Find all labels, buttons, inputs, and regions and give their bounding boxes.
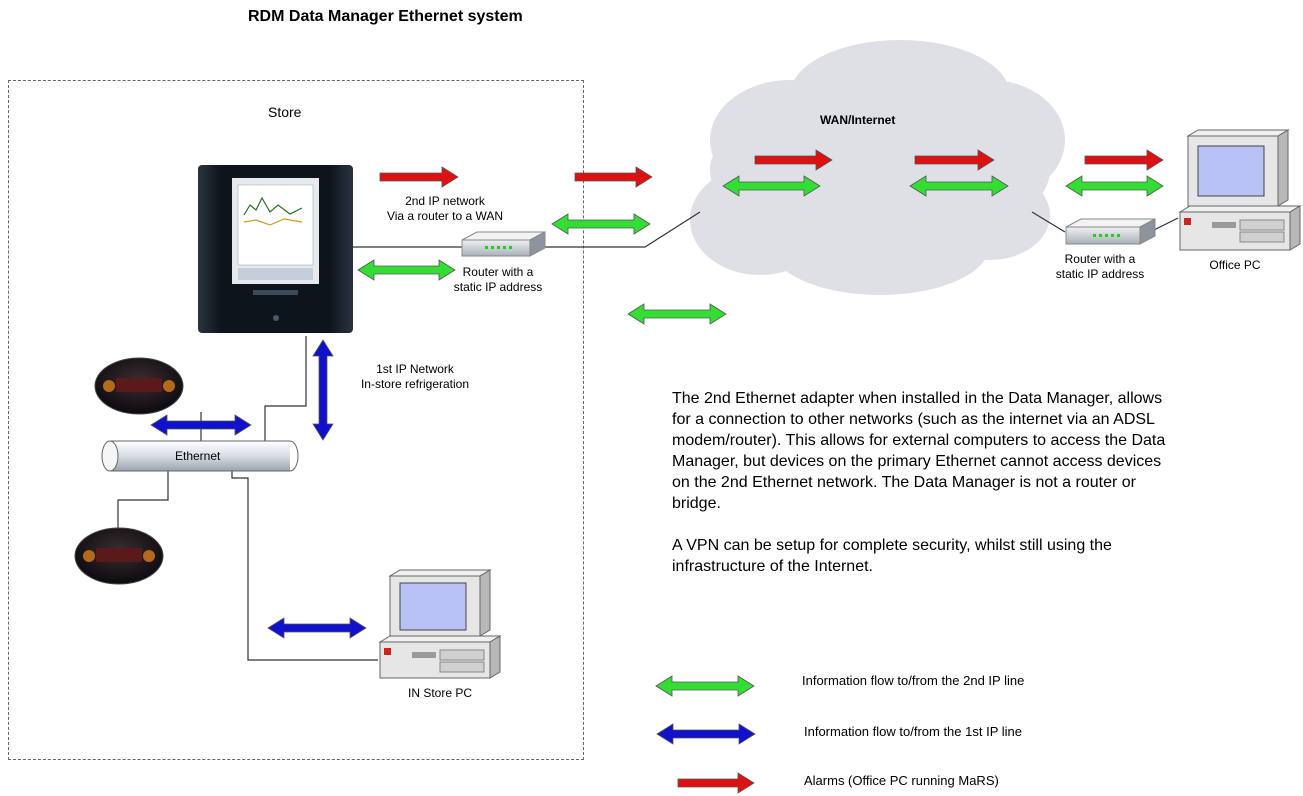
office-pc	[1178, 129, 1302, 251]
flow-arrow-ethernet	[150, 414, 252, 436]
legend-arrow-2nd-ip	[655, 675, 755, 697]
router-store	[461, 231, 546, 257]
flow-arrow-cloud-left	[722, 175, 821, 197]
legend-label-2nd-ip: Information flow to/from the 2nd IP line	[802, 673, 1025, 688]
alarm-arrow-office	[1084, 149, 1164, 171]
ethernet-pipe	[101, 440, 299, 472]
router-office	[1065, 218, 1156, 245]
store-label: Store	[268, 104, 302, 120]
router-store-label: Router with a static IP address	[453, 265, 543, 294]
office-pc-label: Office PC	[1209, 258, 1261, 272]
flow-arrow-wan-mid	[551, 213, 651, 235]
diagram-title: RDM Data Manager Ethernet system	[248, 8, 523, 25]
description-paragraph-1: The 2nd Ethernet adapter when installed …	[672, 390, 1166, 512]
flow-arrows	[150, 149, 1164, 794]
connection-lines	[117, 211, 1179, 661]
alarm-arrow-store	[379, 166, 459, 188]
store-boundary	[8, 80, 584, 760]
ethernet-label: Ethernet	[175, 449, 221, 463]
controller-device-top	[94, 357, 184, 415]
flow-arrow-first-ip	[312, 339, 334, 441]
legend-arrow-1st-ip	[656, 723, 756, 745]
flow-arrow-office	[1065, 175, 1164, 197]
alarm-arrow-cloud-left	[754, 149, 833, 171]
alarm-arrow-cloud-right	[914, 149, 995, 171]
legend-arrow-alarms	[677, 772, 755, 794]
second-ip-network-label: 2nd IP network Via a router to a WAN	[386, 194, 504, 223]
data-manager-device	[198, 165, 353, 333]
wan-cloud	[690, 40, 1065, 295]
description-text: The 2nd Ethernet adapter when installed …	[672, 388, 1172, 598]
flow-arrow-instore-pc	[267, 617, 367, 639]
description-paragraph-2: A VPN can be setup for complete security…	[672, 537, 1112, 575]
instore-pc	[378, 569, 502, 679]
router-office-label: Router with a static IP address	[1055, 252, 1145, 281]
legend-label-1st-ip: Information flow to/from the 1st IP line	[804, 724, 1022, 739]
alarm-arrow-mid	[574, 166, 653, 188]
wan-label: WAN/Internet	[820, 113, 896, 127]
flow-arrow-cloud-right	[909, 175, 1009, 197]
legend-label-alarms: Alarms (Office PC running MaRS)	[804, 773, 999, 788]
flow-arrow-router-store	[357, 259, 456, 281]
flow-arrow-below-cloud	[627, 303, 727, 325]
first-ip-network-label: 1st IP Network In-store refrigeration	[360, 362, 470, 391]
controller-device-bottom	[74, 527, 164, 585]
instore-pc-label: IN Store PC	[407, 686, 473, 700]
